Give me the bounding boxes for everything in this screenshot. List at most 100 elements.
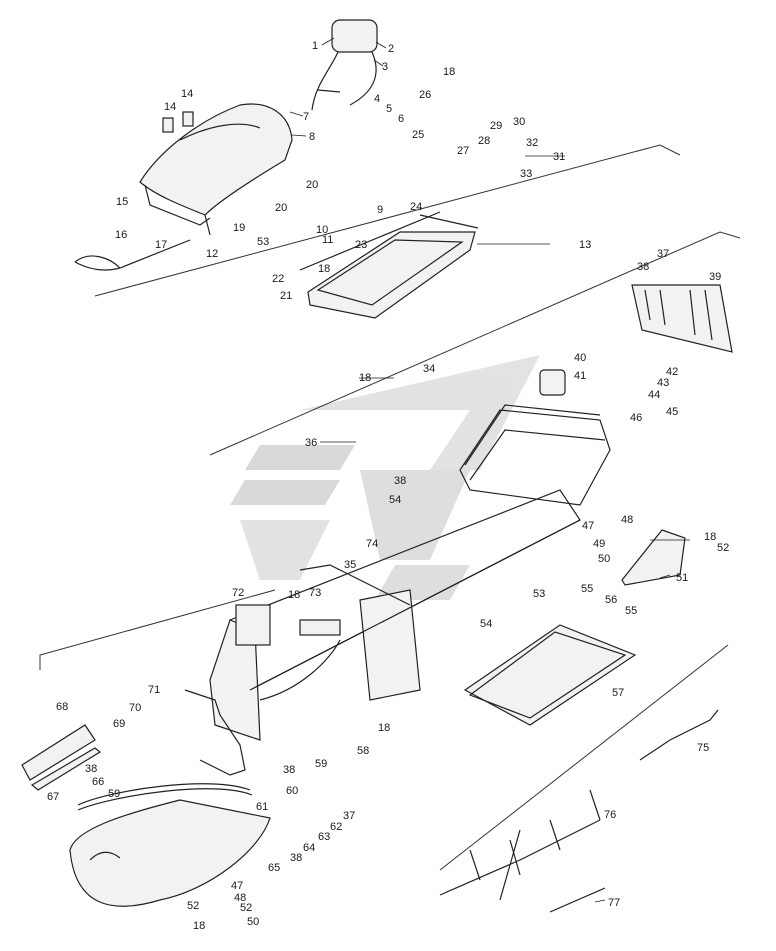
label-44: 44 xyxy=(648,389,660,401)
label-21: 21 xyxy=(280,290,292,302)
label-55b: 55 xyxy=(625,605,637,617)
label-18g: 18 xyxy=(193,920,205,932)
label-77: 77 xyxy=(608,897,620,909)
label-38b: 38 xyxy=(394,475,406,487)
label-30: 30 xyxy=(513,116,525,128)
label-32: 32 xyxy=(526,137,538,149)
label-10: 10 xyxy=(316,224,328,236)
label-46: 46 xyxy=(630,412,642,424)
label-65: 65 xyxy=(268,862,280,874)
label-15: 15 xyxy=(116,196,128,208)
label-27: 27 xyxy=(457,145,469,157)
label-69: 69 xyxy=(113,718,125,730)
label-76: 76 xyxy=(604,809,616,821)
label-3: 3 xyxy=(382,61,388,73)
label-18b: 18 xyxy=(318,263,330,275)
label-62: 62 xyxy=(330,821,342,833)
label-38a: 38 xyxy=(637,261,649,273)
backrest-part xyxy=(311,19,378,111)
label-14b: 14 xyxy=(181,88,193,100)
label-49: 49 xyxy=(593,538,605,550)
label-12: 12 xyxy=(206,248,218,260)
label-51: 51 xyxy=(676,572,688,584)
label-68: 68 xyxy=(56,701,68,713)
label-50a: 50 xyxy=(598,553,610,565)
label-58: 58 xyxy=(357,745,369,757)
label-53b: 53 xyxy=(257,236,269,248)
label-37b: 37 xyxy=(343,810,355,822)
label-18c: 18 xyxy=(359,372,371,384)
guard-plate-part xyxy=(621,529,686,586)
label-55a: 55 xyxy=(581,583,593,595)
label-60: 60 xyxy=(286,785,298,797)
watermark-logo xyxy=(230,355,540,600)
label-13: 13 xyxy=(579,239,591,251)
label-45: 45 xyxy=(666,406,678,418)
snow-flap-part xyxy=(631,284,733,353)
label-6: 6 xyxy=(398,113,404,125)
part-labels: 1 2 3 4 5 6 7 8 9 10 11 12 13 14 14 15 1… xyxy=(47,40,729,932)
label-9: 9 xyxy=(377,204,383,216)
label-24: 24 xyxy=(410,201,422,213)
label-52b: 52 xyxy=(187,900,199,912)
label-5: 5 xyxy=(386,103,392,115)
label-20a: 20 xyxy=(306,179,318,191)
label-33: 33 xyxy=(520,168,532,180)
hood-part xyxy=(69,783,271,907)
label-38e: 38 xyxy=(290,852,302,864)
label-36: 36 xyxy=(305,437,317,449)
label-34: 34 xyxy=(423,363,435,375)
label-50b: 50 xyxy=(247,916,259,928)
label-11: 11 xyxy=(322,234,333,246)
label-7: 7 xyxy=(303,111,309,123)
section-dividers xyxy=(39,144,741,871)
label-35: 35 xyxy=(344,559,356,571)
label-8: 8 xyxy=(309,131,315,143)
label-26: 26 xyxy=(419,89,431,101)
chassis-frame-part xyxy=(209,369,611,741)
label-20b: 20 xyxy=(275,202,287,214)
leader-lines xyxy=(289,37,690,903)
label-48a: 48 xyxy=(621,514,633,526)
label-39: 39 xyxy=(709,271,721,283)
label-75: 75 xyxy=(697,742,709,754)
label-71: 71 xyxy=(148,684,160,696)
label-56: 56 xyxy=(605,594,617,606)
label-38d: 38 xyxy=(283,764,295,776)
label-41: 41 xyxy=(574,370,586,382)
label-18a: 18 xyxy=(443,66,455,78)
label-31: 31 xyxy=(553,151,565,163)
label-48b: 48 xyxy=(234,892,246,904)
label-43: 43 xyxy=(657,377,669,389)
label-23: 23 xyxy=(355,239,367,251)
label-28: 28 xyxy=(478,135,490,147)
label-18d: 18 xyxy=(288,589,300,601)
label-73: 73 xyxy=(309,587,321,599)
label-57: 57 xyxy=(612,687,624,699)
label-17: 17 xyxy=(155,239,167,251)
skid-plate-part xyxy=(463,624,637,726)
label-25: 25 xyxy=(412,129,424,141)
wiring-harness-part xyxy=(439,709,719,913)
label-59b: 59 xyxy=(108,788,120,800)
label-19: 19 xyxy=(233,222,245,234)
label-52c: 52 xyxy=(240,902,252,914)
storage-tray-part xyxy=(299,211,479,319)
label-52a: 52 xyxy=(717,542,729,554)
label-66: 66 xyxy=(92,776,104,788)
label-74: 74 xyxy=(366,538,378,550)
label-67: 67 xyxy=(47,791,59,803)
seat-part xyxy=(139,103,293,236)
label-72: 72 xyxy=(232,587,244,599)
label-53a: 53 xyxy=(533,588,545,600)
label-2: 2 xyxy=(388,43,394,55)
bumper-strip-part xyxy=(21,724,102,791)
label-64: 64 xyxy=(303,842,315,854)
seat-cable-part xyxy=(74,239,191,271)
label-29: 29 xyxy=(490,120,502,132)
label-18f: 18 xyxy=(378,722,390,734)
label-22: 22 xyxy=(272,273,284,285)
label-54b: 54 xyxy=(480,618,492,630)
label-59a: 59 xyxy=(315,758,327,770)
